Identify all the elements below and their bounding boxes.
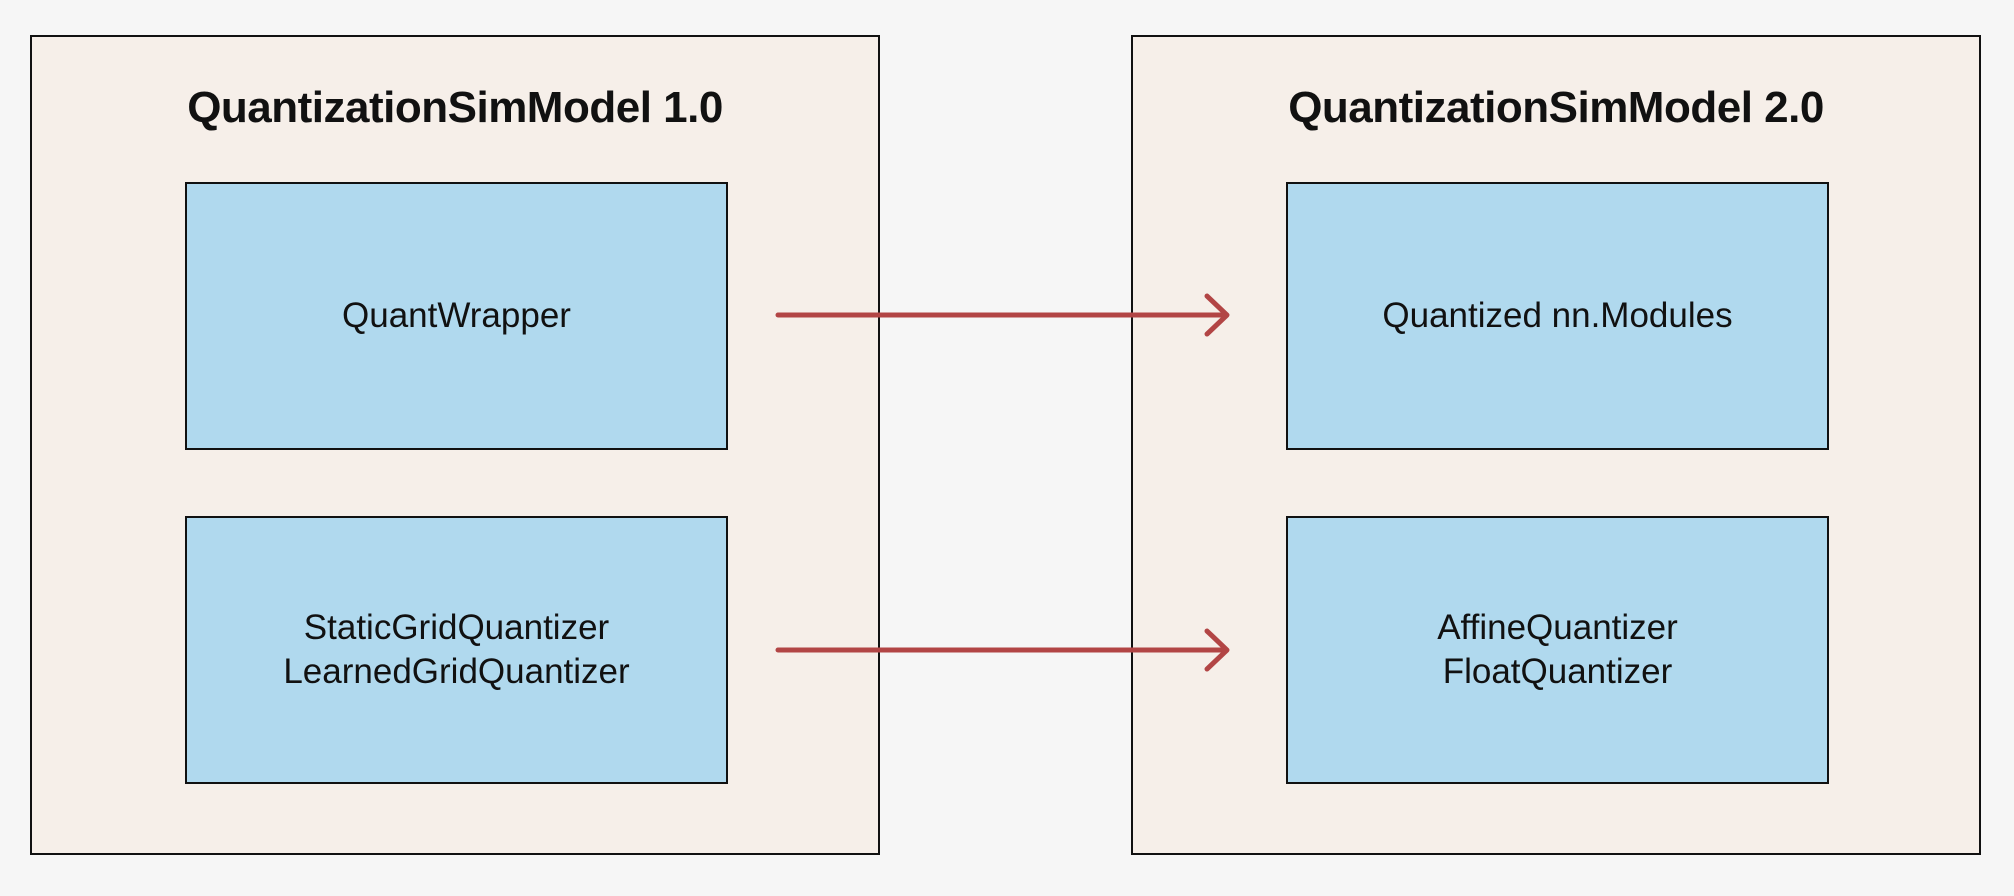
box-affine-float-quantizers: AffineQuantizer FloatQuantizer [1286,516,1829,784]
box-label: StaticGridQuantizer [303,608,610,647]
box-quantwrapper: QuantWrapper [185,182,728,450]
box-label: QuantWrapper [342,296,571,335]
panel-title: QuantizationSimModel 2.0 [1288,83,1824,132]
panel-title: QuantizationSimModel 1.0 [187,83,723,132]
box-label: LearnedGridQuantizer [283,652,630,691]
box-quantized-modules: Quantized nn.Modules [1286,182,1829,450]
box-grid-quantizers: StaticGridQuantizer LearnedGridQuantizer [185,516,728,784]
panel-quantsim-1-0: QuantizationSimModel 1.0 QuantWrapper St… [30,35,880,855]
box-label: Quantized nn.Modules [1382,296,1733,335]
box-label: AffineQuantizer [1437,608,1678,647]
box-label: FloatQuantizer [1442,652,1673,691]
panel-quantsim-2-0: QuantizationSimModel 2.0 Quantized nn.Mo… [1131,35,1981,855]
